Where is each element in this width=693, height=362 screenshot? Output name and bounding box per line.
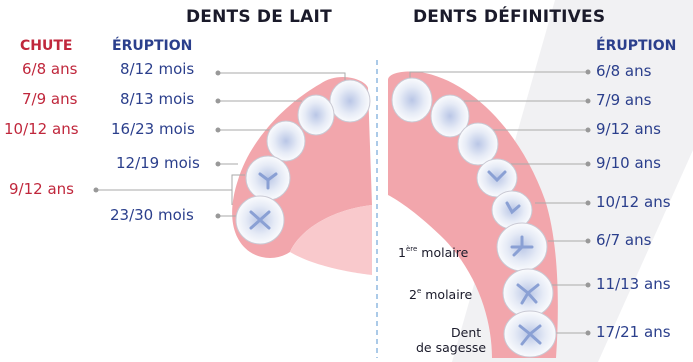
baby-teeth-header: DENTS DE LAIT <box>186 9 332 26</box>
perm-eruption-second-molar: 11/13 ans <box>596 277 671 292</box>
perm-eruption-first-premolar: 9/10 ans <box>596 156 661 171</box>
wisdom-tooth-label-line1: Dent <box>451 327 481 340</box>
baby-tooth-central-incisor <box>330 80 370 122</box>
baby-tooth-lateral-incisor <box>298 95 334 135</box>
perm-eruption-second-premolar: 10/12 ans <box>596 195 671 210</box>
wisdom-tooth-label-line2: de sagesse <box>416 342 486 355</box>
baby-eruption-first-molar: 12/19 mois <box>116 156 200 171</box>
baby-eruption-second-molar: 23/30 mois <box>110 208 194 223</box>
permanent-tooth-canine <box>458 123 498 165</box>
chute-central-incisor: 6/8 ans <box>22 62 77 77</box>
baby-tooth-first-molar <box>246 156 290 200</box>
chute-molars: 9/12 ans <box>9 182 74 197</box>
baby-eruption-canine: 16/23 mois <box>111 122 195 137</box>
perm-eruption-canine: 9/12 ans <box>596 122 661 137</box>
baby-tooth-canine <box>267 121 305 161</box>
eruption-left-subheader: ÉRUPTION <box>112 39 192 53</box>
perm-eruption-first-molar: 6/7 ans <box>596 233 651 248</box>
perm-eruption-central-incisor: 6/8 ans <box>596 64 651 79</box>
eruption-right-subheader: ÉRUPTION <box>596 39 676 53</box>
second-molar-label: 2e molaire <box>409 288 472 302</box>
permanent-tooth-central-incisor <box>392 78 432 122</box>
perm-eruption-lateral-incisor: 7/9 ans <box>596 93 651 108</box>
first-molar-label: 1ère molaire <box>398 246 468 260</box>
baby-eruption-central-incisor: 8/12 mois <box>120 62 194 77</box>
chute-subheader: CHUTE <box>20 39 72 53</box>
baby-eruption-lateral-incisor: 8/13 mois <box>120 92 194 107</box>
perm-eruption-wisdom: 17/21 ans <box>596 325 671 340</box>
permanent-teeth-header: DENTS DÉFINITIVES <box>413 9 605 26</box>
chute-lateral-incisor: 7/9 ans <box>22 92 77 107</box>
chute-canine: 10/12 ans <box>4 122 79 137</box>
